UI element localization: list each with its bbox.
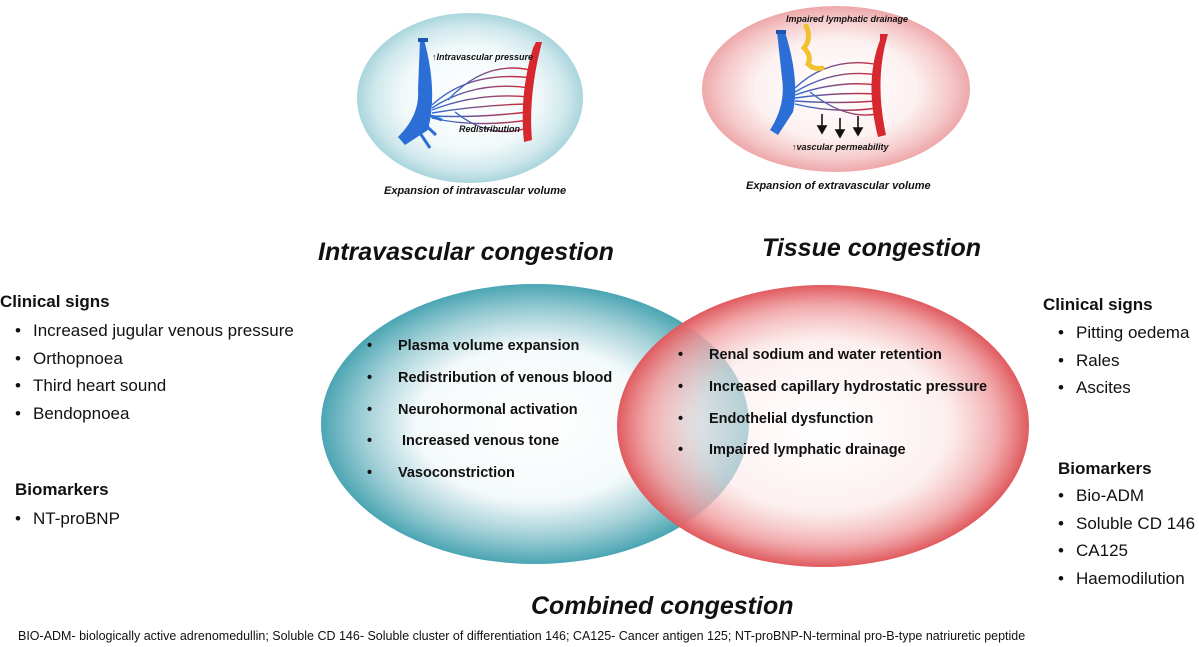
list-item: Renal sodium and water retention (678, 340, 987, 372)
redistribution-label: Redistribution (459, 124, 520, 134)
left-clinical-signs-heading: Clinical signs (0, 292, 110, 311)
list-item: Increased venous tone (367, 426, 612, 458)
lymphatic-vessel-icon (800, 23, 825, 71)
right-vessel-illustration (770, 23, 888, 139)
right-illustration-ellipse (702, 6, 970, 172)
list-item: Plasma volume expansion (367, 331, 612, 363)
list-item: Bio-ADM (1058, 482, 1195, 510)
list-item: Ascites (1058, 374, 1189, 402)
list-item: Haemodilution (1058, 565, 1195, 593)
right-capillaries (794, 62, 881, 116)
combined-congestion-title: Combined congestion (531, 592, 794, 620)
left-biomarkers-heading: Biomarkers (15, 480, 109, 499)
right-vein (770, 32, 796, 135)
permeability-arrows (816, 114, 864, 139)
list-item: Third heart sound (15, 372, 294, 400)
list-item: NT-proBNP (15, 505, 120, 533)
left-artery (522, 42, 542, 142)
right-clinical-signs-list: Pitting oedema Rales Ascites (1058, 319, 1189, 402)
left-vessel-illustration (398, 38, 542, 149)
vascular-permeability-label: ↑vascular permeability (792, 142, 889, 152)
list-item: Pitting oedema (1058, 319, 1189, 347)
right-illustration-caption: Expansion of extravascular volume (746, 180, 931, 192)
left-illustration-caption: Expansion of intravascular volume (384, 185, 567, 197)
left-illustration-ellipse (357, 13, 583, 183)
left-clinical-signs-list: Increased jugular venous pressure Orthop… (15, 317, 294, 427)
list-item: Increased capillary hydrostatic pressure (678, 372, 987, 404)
tissue-mechanisms-list: Renal sodium and water retention Increas… (678, 340, 987, 467)
list-item: Endothelial dysfunction (678, 404, 987, 436)
right-clinical-signs-heading: Clinical signs (1043, 295, 1153, 314)
left-capillaries (431, 67, 533, 133)
right-biomarkers-heading: Biomarkers (1058, 459, 1152, 478)
intravascular-mechanisms-list: Plasma volume expansion Redistribution o… (367, 331, 612, 490)
right-biomarkers-list: Bio-ADM Soluble CD 146 CA125 Haemodiluti… (1058, 482, 1195, 592)
abbreviations-footer: BIO-ADM- biologically active adrenomedul… (18, 629, 1026, 643)
list-item: Soluble CD 146 (1058, 510, 1195, 538)
redistribution-branches (412, 110, 443, 149)
list-item: Vasoconstriction (367, 458, 612, 490)
left-biomarkers-list: NT-proBNP (15, 505, 120, 533)
left-vein (398, 40, 433, 145)
list-item: Impaired lymphatic drainage (678, 435, 987, 467)
impaired-lymphatic-label: Impaired lymphatic drainage (786, 14, 909, 24)
list-item: Bendopnoea (15, 400, 294, 428)
list-item: Increased jugular venous pressure (15, 317, 294, 345)
right-artery (871, 34, 888, 137)
list-item: Redistribution of venous blood (367, 363, 612, 395)
list-item: Rales (1058, 347, 1189, 375)
tissue-congestion-title: Tissue congestion (762, 234, 982, 262)
list-item: CA125 (1058, 537, 1195, 565)
intravascular-congestion-title: Intravascular congestion (318, 238, 614, 266)
intravascular-pressure-label: ↑Intravascular pressure (432, 52, 534, 62)
list-item: Neurohormonal activation (367, 395, 612, 427)
list-item: Orthopnoea (15, 345, 294, 373)
